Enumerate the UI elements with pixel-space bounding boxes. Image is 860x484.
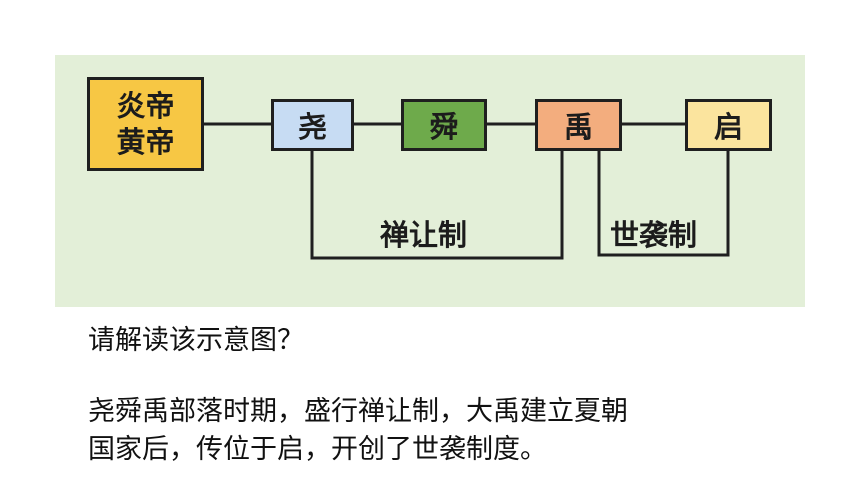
node-yao-label: 尧: [297, 110, 327, 144]
node-yao: 尧: [271, 99, 354, 151]
node-yan-label: 炎帝: [116, 89, 175, 123]
answer-line-1: 尧舜禹部落时期，盛行禅让制，大禹建立夏朝: [88, 396, 628, 427]
node-qi: 启: [685, 99, 772, 151]
bracket-shanrang: [310, 151, 564, 260]
node-qi-label: 启: [713, 110, 743, 144]
node-shun-label: 舜: [429, 110, 459, 144]
node-shun: 舜: [401, 99, 487, 151]
question-text: 请解读该示意图？: [88, 325, 304, 356]
node-yan-huang: 炎帝 黄帝: [87, 77, 204, 171]
answer-text: 尧舜禹部落时期，盛行禅让制，大禹建立夏朝 国家后，传位于启，开创了世袭制度。: [88, 393, 808, 469]
node-yu: 禹: [535, 99, 622, 151]
node-yu-label: 禹: [563, 110, 593, 144]
node-huang-label: 黄帝: [116, 125, 175, 159]
label-hereditary-system: 世袭制: [610, 218, 698, 252]
bracket-shixi: [597, 151, 730, 257]
label-shanrang-system: 禅让制: [380, 218, 468, 252]
answer-line-2: 国家后，传位于启，开创了世袭制度。: [88, 434, 547, 465]
